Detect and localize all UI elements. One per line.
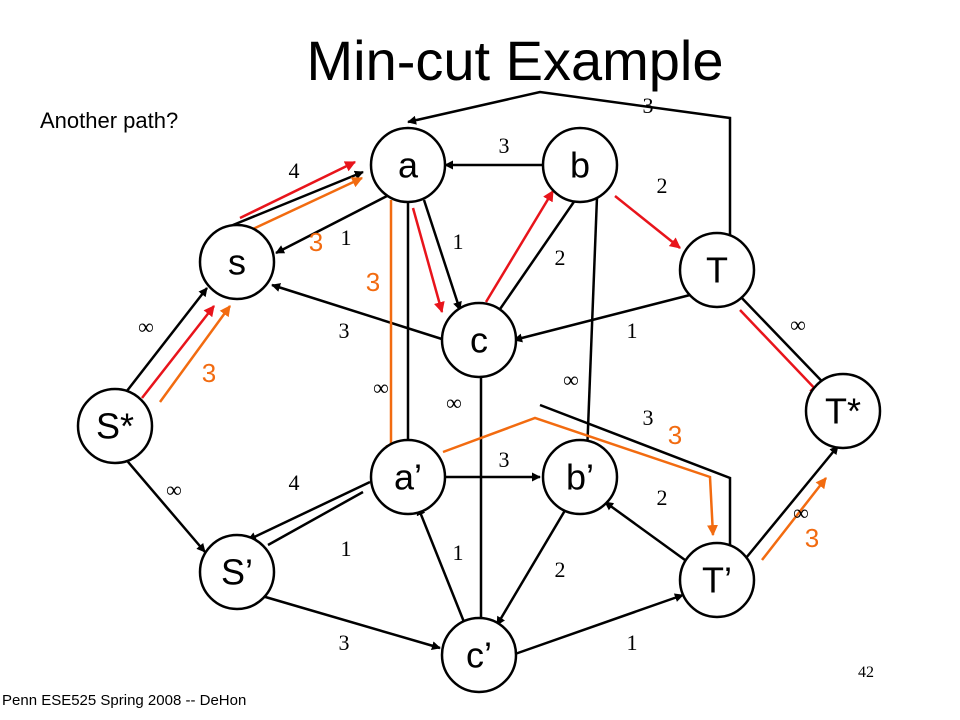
flow-Sstar-to-s: 3 — [202, 358, 216, 388]
cap-a-to-s: 1 — [341, 225, 352, 250]
edge-c2-to-T2 — [514, 593, 684, 656]
svg-text:S*: S* — [96, 406, 134, 447]
page-number: 42 — [858, 664, 874, 681]
edge-S2-to-c2 — [261, 594, 441, 651]
flow-s-to-a: 3 — [309, 227, 323, 257]
edge-Sstar-to-s — [122, 287, 208, 397]
svg-text:b’: b’ — [566, 457, 594, 498]
cap-c-to-s: 3 — [339, 318, 350, 343]
edge-T2-to-b2 — [604, 500, 686, 562]
edge-a-to-s — [275, 194, 388, 255]
svg-text:c: c — [470, 320, 488, 361]
cap-a-to-c: 1 — [453, 229, 464, 254]
slide-title: Min-cut Example — [306, 29, 724, 92]
edge-c2-to-a2 — [416, 506, 468, 628]
cap-T-to-c: 1 — [627, 318, 638, 343]
node-T: T — [678, 231, 756, 309]
orange-path-T2-to-Tstar — [761, 477, 827, 561]
svg-text:S’: S’ — [221, 552, 253, 593]
svg-text:T: T — [706, 250, 728, 291]
node-S-prime: S’ — [198, 533, 276, 611]
cap-c-to-c2: ∞ — [446, 390, 462, 415]
footer-credit: Penn ESE525 Spring 2008 -- DeHon — [2, 692, 247, 709]
orange-path-a2-to-T2 — [442, 416, 718, 537]
svg-text:b: b — [570, 145, 590, 186]
svg-text:a’: a’ — [394, 457, 422, 498]
cap-top-loop-lower: 3 — [643, 405, 654, 430]
orange-path-s-to-a — [239, 176, 363, 237]
edge-top-loop-lower — [539, 403, 732, 555]
cap-a2-to-S2: 1 — [341, 536, 352, 561]
edge-s-to-a — [232, 170, 364, 227]
svg-text:T’: T’ — [702, 560, 732, 601]
cap-T2-to-b2: 2 — [657, 485, 668, 510]
edge-a2-to-S2 — [247, 480, 371, 542]
red-path-a-to-c — [411, 207, 445, 314]
edge-a-to-c — [422, 199, 462, 311]
cap-b-to-T: 2 — [657, 173, 668, 198]
node-a-prime: a’ — [369, 438, 447, 516]
flow-T2-to-Tstar: 3 — [805, 523, 819, 553]
cap-b-to-a: 3 — [499, 133, 510, 158]
red-path-Sstar-to-s — [141, 305, 215, 399]
flow-loop2: 3 — [668, 420, 682, 450]
svg-text:a: a — [398, 145, 419, 186]
cap-S2-to-a2: 4 — [289, 470, 300, 495]
node-b: b — [541, 126, 619, 204]
node-c-prime: c’ — [440, 616, 518, 694]
node-Tstar: T* — [804, 372, 882, 450]
edge-T2-to-Tstar — [745, 445, 839, 559]
svg-text:s: s — [228, 242, 246, 283]
subtitle: Another path? — [40, 108, 179, 133]
cap-T-to-Tstar: ∞ — [790, 312, 806, 337]
edge-Sstar-to-S2 — [122, 455, 206, 553]
node-a: a — [369, 126, 447, 204]
red-path-T-to-Tstar — [739, 309, 821, 395]
red-path-s-to-a — [239, 160, 356, 220]
cap-Sstar-to-s: ∞ — [138, 314, 154, 339]
edge-S2-to-a2 — [267, 490, 364, 547]
edge-b2-to-c2 — [495, 506, 569, 626]
edge-top-loop — [407, 90, 732, 235]
cap-a-to-a2: ∞ — [373, 375, 389, 400]
edge-c-to-s — [271, 283, 446, 342]
node-T-prime: T’ — [678, 541, 756, 619]
svg-text:T*: T* — [825, 391, 861, 432]
edge-b-to-b2 — [582, 196, 599, 455]
node-Sstar: S* — [76, 387, 154, 465]
cap-c2-to-a2: 1 — [453, 540, 464, 565]
edge-c-to-b — [496, 192, 582, 313]
cap-c-to-b: 2 — [555, 245, 566, 270]
cap-top-loop: 3 — [643, 93, 654, 118]
cap-c2-to-T2: 1 — [627, 630, 638, 655]
flow-a-to-a2: 3 — [366, 267, 380, 297]
cap-b2-to-c2: 2 — [555, 557, 566, 582]
edge-T-to-c — [513, 293, 691, 343]
orange-path-Sstar-to-s — [158, 305, 232, 403]
red-path-c-to-b — [484, 190, 555, 303]
node-c: c — [440, 301, 518, 379]
node-b-prime: b’ — [541, 438, 619, 516]
svg-text:c’: c’ — [466, 635, 492, 676]
red-path-b-to-T — [614, 195, 681, 249]
cap-a2-to-b2: 3 — [499, 447, 510, 472]
cap-Sstar-to-S2: ∞ — [166, 477, 182, 502]
cap-b-to-b2: ∞ — [563, 367, 579, 392]
cap-T2-to-Tstar: ∞ — [793, 500, 809, 525]
cap-S2-to-c2: 3 — [339, 630, 350, 655]
cap-s-to-a: 4 — [289, 158, 300, 183]
node-s: s — [198, 223, 276, 301]
